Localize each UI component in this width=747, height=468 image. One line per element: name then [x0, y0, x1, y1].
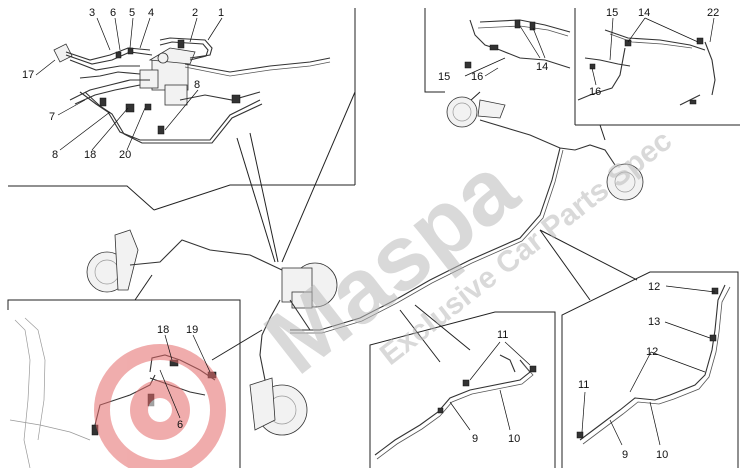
callout-3: 3	[89, 7, 95, 19]
callout-7: 7	[49, 111, 55, 123]
callout-18-lower: 18	[157, 324, 169, 336]
callout-11-mid: 11	[497, 329, 508, 341]
vehicle-brake-system	[86, 96, 644, 436]
callout-9-mid: 9	[472, 433, 478, 445]
callout-15-right: 15	[606, 7, 618, 19]
callout-22: 22	[707, 7, 719, 19]
callout-9-right: 9	[622, 449, 628, 461]
panel-frames	[7, 8, 740, 468]
callout-leaders	[35, 17, 716, 446]
callout-17: 17	[22, 69, 34, 81]
callout-12-mid: 12	[646, 346, 658, 358]
callout-1: 1	[218, 7, 224, 19]
callout-8: 8	[52, 149, 58, 161]
callout-10-mid: 10	[508, 433, 520, 445]
callout-6-lower: 6	[177, 419, 183, 431]
callout-16-right: 16	[589, 86, 601, 98]
callout-12-top: 12	[648, 281, 660, 293]
callout-5: 5	[129, 7, 135, 19]
callout-10-right: 10	[656, 449, 668, 461]
callout-14-right: 14	[638, 7, 650, 19]
callout-11-right: 11	[578, 379, 589, 391]
watermark-logo	[94, 344, 226, 468]
callout-14-rear: 14	[536, 61, 548, 73]
abs-unit-assembly	[53, 37, 331, 144]
callout-20: 20	[119, 149, 131, 161]
callout-4: 4	[148, 7, 154, 19]
callout-16-rear: 16	[471, 71, 483, 83]
rear-mid-lines-detail	[576, 284, 731, 445]
callout-19: 19	[186, 324, 198, 336]
callout-6: 6	[110, 7, 116, 19]
callout-8-upper: 8	[194, 79, 200, 91]
callout-13: 13	[648, 316, 660, 328]
callout-numbers: 3 6 5 4 2 1 17 7 8 18 20 8 14 15 16 15 1…	[22, 7, 719, 461]
rear-lines-detail	[464, 19, 716, 106]
callout-2: 2	[192, 7, 198, 19]
callout-18: 18	[84, 149, 96, 161]
callout-15-rear: 15	[438, 71, 450, 83]
mid-lines-detail	[374, 354, 537, 460]
